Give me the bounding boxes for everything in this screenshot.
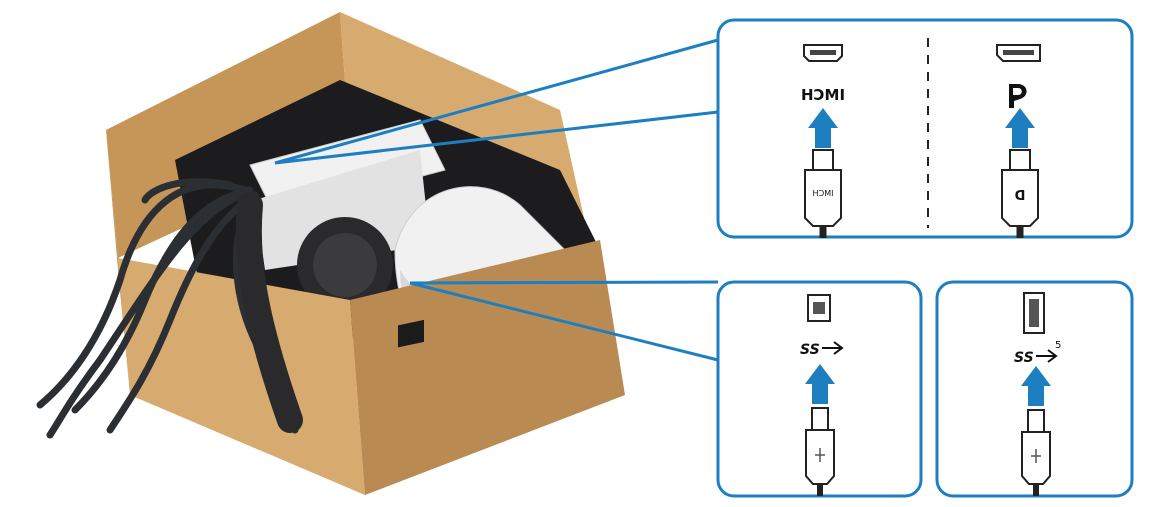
usb-b-port-icon (807, 294, 831, 322)
displayport-plug-icon: ᗡ (1001, 149, 1039, 238)
box-cutout (212, 0, 240, 32)
cable (46, 191, 244, 439)
panel-frame (716, 18, 1134, 239)
cable-guide (235, 192, 303, 433)
panel-usb-upstream: SS (716, 280, 923, 498)
callout-line (409, 280, 719, 285)
usb-superspeed-icon: SS 5 (1014, 340, 1061, 366)
up-arrow-icon (808, 108, 838, 148)
up-arrow-icon (1021, 366, 1051, 406)
usb-port-number: 5 (1055, 340, 1061, 351)
up-arrow-icon (805, 364, 835, 404)
box-handle-hole (398, 319, 424, 348)
stand-hub-inner (313, 233, 377, 297)
usb-superspeed-label: SS (800, 342, 820, 358)
box-front-wall (118, 258, 365, 495)
callout-line (409, 281, 719, 362)
displayport-column: ᗡ (996, 44, 1041, 238)
hdmi-logo-label: HƆMI (801, 86, 845, 104)
callout-lines (274, 38, 719, 362)
hdmi-plug-icon: HƆMI (804, 149, 842, 238)
box-front-right (350, 240, 625, 495)
hdmi-column: HƆMI HƆMI (801, 44, 845, 238)
callout-line (274, 110, 719, 165)
cable-bundle (36, 178, 303, 439)
cable (71, 186, 254, 414)
panel-usb-downstream: SS 5 (935, 280, 1134, 498)
displayport-logo-icon (1009, 84, 1027, 108)
hdmi-port-icon (803, 44, 843, 62)
displayport-plug-label: ᗡ (1015, 189, 1026, 204)
displayport-port-icon (996, 44, 1041, 62)
usb-c-plug-icon (805, 407, 835, 496)
cable (36, 181, 249, 409)
panel-video-ports: HƆMI HƆMI (716, 18, 1134, 239)
callout-line (274, 38, 719, 165)
hdmi-plug-label: HƆMI (813, 189, 834, 198)
usb-superspeed-label: SS (1014, 350, 1034, 366)
usb-a-port-icon (1023, 292, 1045, 334)
box-illustration (106, 0, 625, 495)
usb-superspeed-icon: SS (800, 341, 844, 358)
box-cutout (262, 0, 282, 28)
cable (106, 191, 259, 434)
up-arrow-icon (1005, 108, 1035, 148)
stand-column-face (255, 150, 430, 270)
usb-c-plug-icon (1021, 409, 1051, 496)
cable (141, 178, 234, 204)
